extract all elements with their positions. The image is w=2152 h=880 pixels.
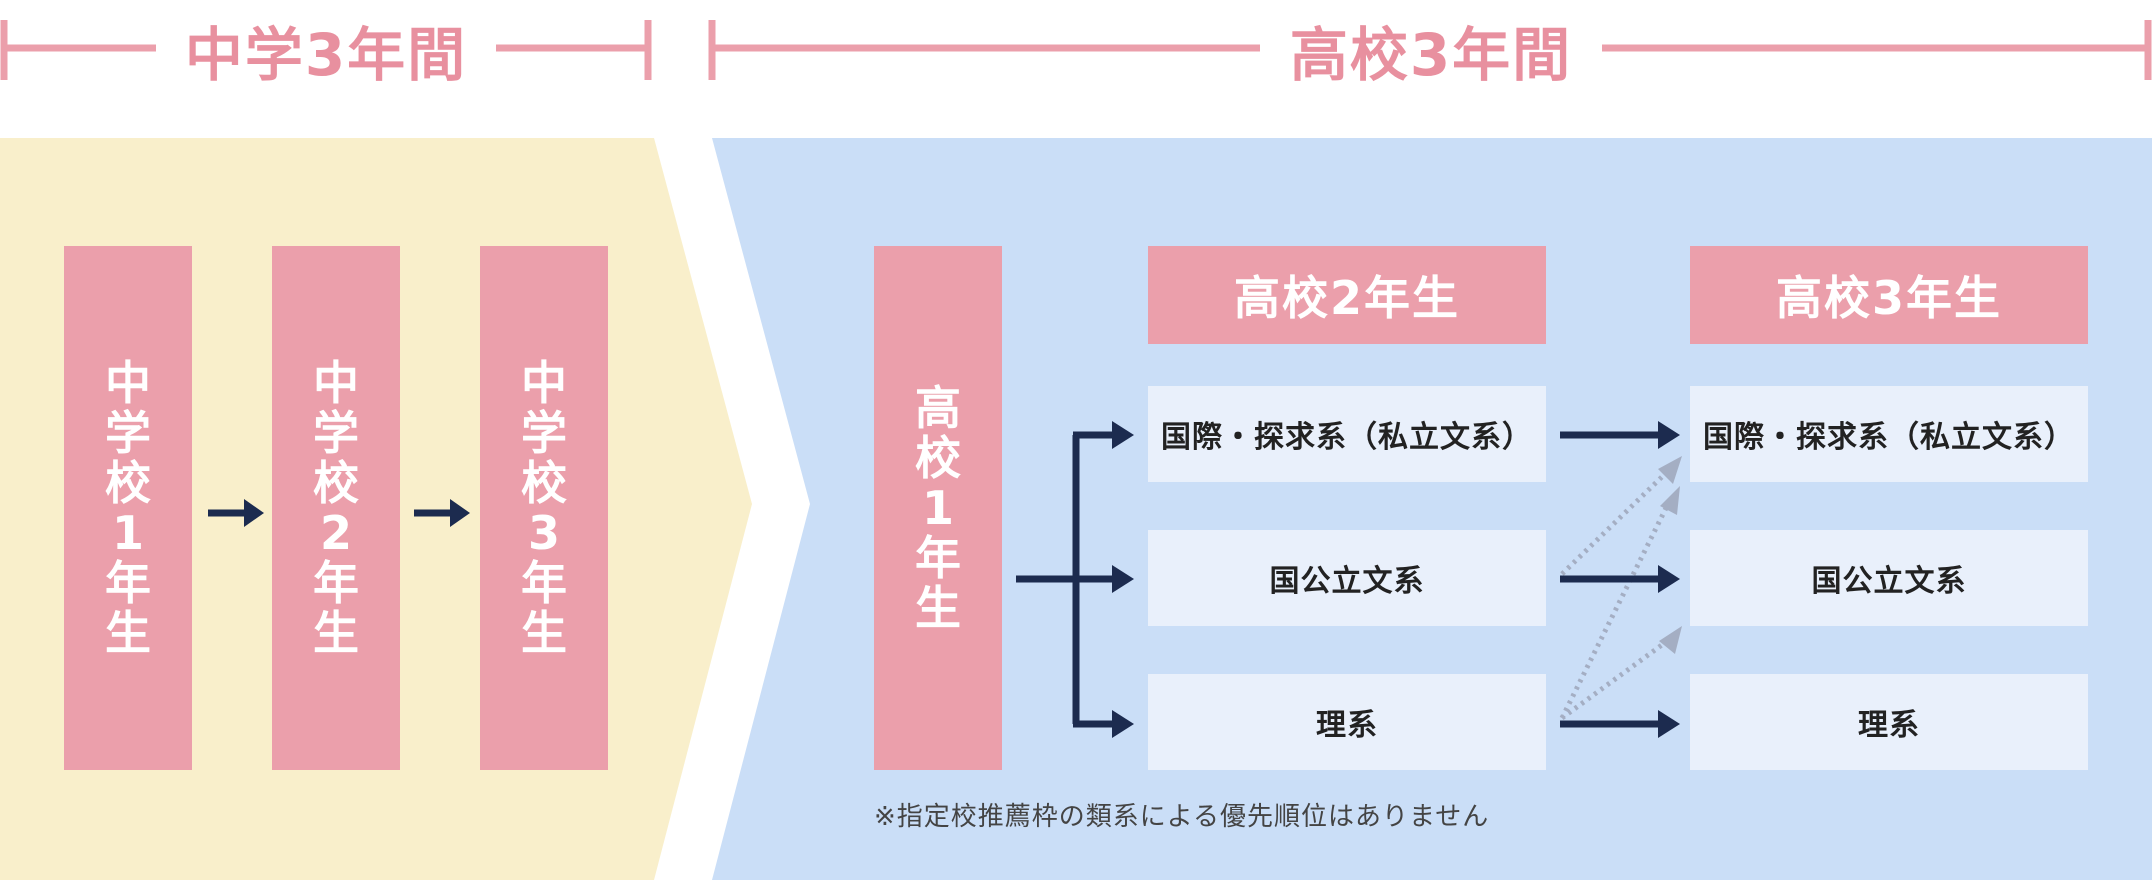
g2-course-international: 国際・探求系（私立文系） bbox=[1148, 386, 1546, 482]
ms-arrow-1 bbox=[208, 499, 264, 527]
g3-course-national-humanities: 国公立文系 bbox=[1690, 530, 2088, 626]
g3-course-international: 国際・探求系（私立文系） bbox=[1690, 386, 2088, 482]
middle-school-timeline bbox=[0, 20, 652, 80]
g2-course-national-humanities: 国公立文系 bbox=[1148, 530, 1546, 626]
grade1-branch-arrows bbox=[1016, 431, 1116, 728]
hs-grade-2-header: 高校2年生 bbox=[1148, 246, 1546, 344]
transfer-dotted-arrows bbox=[1559, 467, 1673, 721]
g3-course-science: 理系 bbox=[1690, 674, 2088, 770]
middle-school-period-label: 中学3年間 bbox=[184, 21, 468, 89]
high-school-period-label: 高校3年間 bbox=[1289, 21, 1573, 89]
footnote: ※指定校推薦枠の類系による優先順位はありません bbox=[874, 802, 1490, 832]
high-school-timeline bbox=[708, 20, 2152, 80]
hs-grade-3-header: 高校3年生 bbox=[1690, 246, 2088, 344]
g2-course-science: 理系 bbox=[1148, 674, 1546, 770]
continue-arrows bbox=[1560, 431, 1662, 728]
ms-arrow-2 bbox=[414, 499, 470, 527]
